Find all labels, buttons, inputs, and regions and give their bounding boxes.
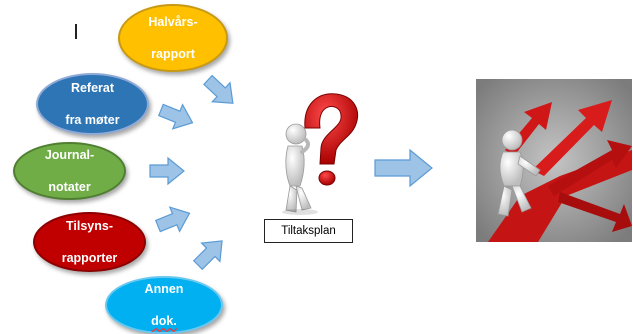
node-tilsynsrapporter: Tilsyns-rapporter xyxy=(33,212,146,272)
arrow-journal xyxy=(149,156,185,186)
arrow-referat xyxy=(157,103,194,130)
arrow-tilsyn xyxy=(154,206,191,233)
crossroads-arrows-figure-icon xyxy=(476,79,632,242)
text-cursor xyxy=(75,24,77,39)
question-mark-figure-icon xyxy=(282,93,359,215)
arrow-halvars xyxy=(203,74,234,104)
arrow-to-result xyxy=(374,148,433,188)
node-halvarsrapport: Halvårs-rapport xyxy=(118,4,228,72)
node-journalnotater: Journal-notater xyxy=(13,142,126,200)
tiltaksplan-label: Tiltaksplan xyxy=(264,219,353,243)
arrow-annen xyxy=(192,240,223,271)
